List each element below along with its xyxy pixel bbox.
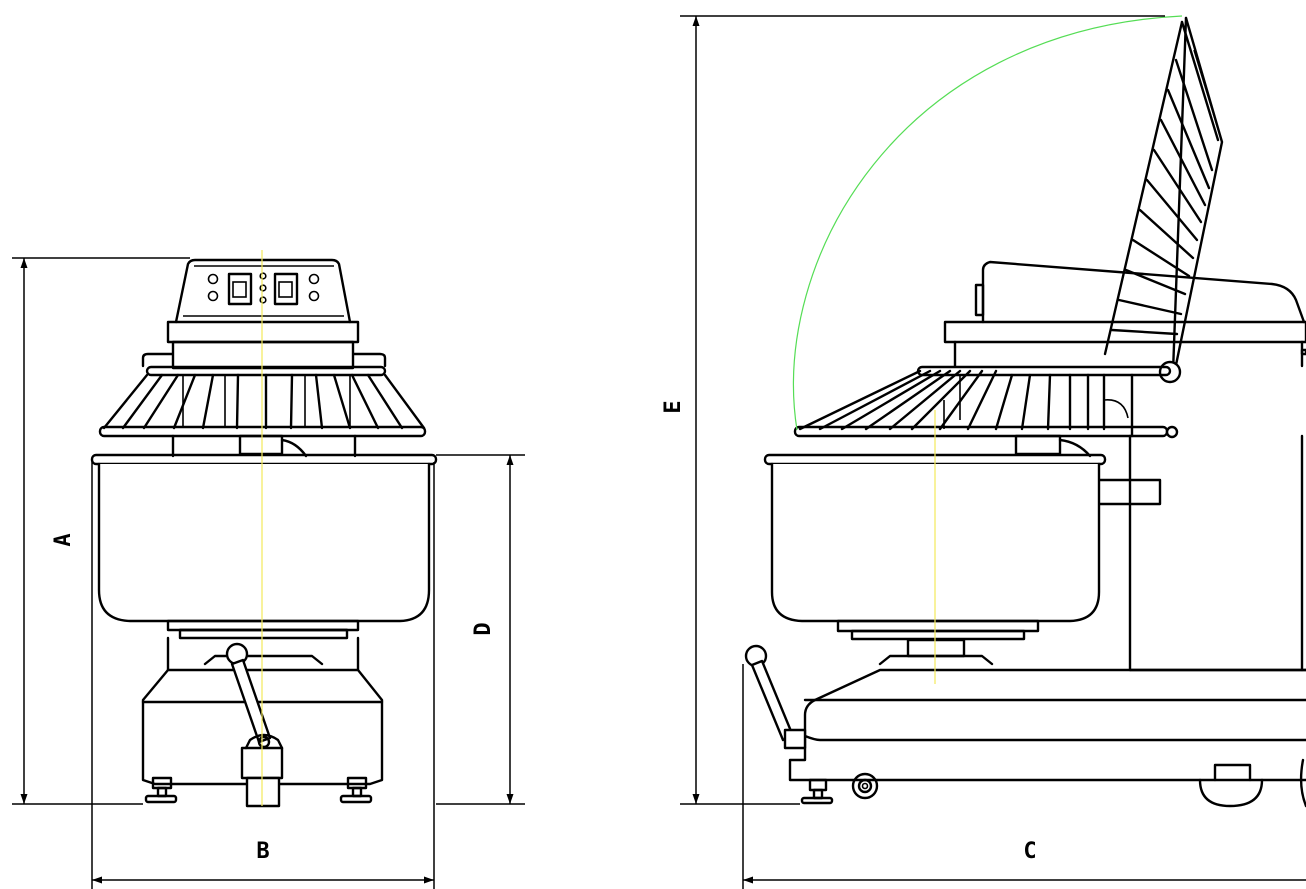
side-view: [744, 15, 1306, 808]
front-head: [141, 320, 387, 370]
dimension-c-label: C: [1023, 839, 1036, 864]
front-tilt-lever: [225, 642, 284, 808]
dimension-a-label: A: [51, 533, 76, 546]
side-tilt-lever: [744, 348, 1306, 750]
dimension-lines: [12, 15, 1306, 889]
front-bowl: [90, 453, 438, 640]
front-view: [90, 250, 438, 808]
front-bowl-guard: [98, 365, 427, 438]
dimension-e-label: E: [661, 400, 686, 413]
dimension-labels: A B C D E: [51, 400, 1037, 864]
front-column: [171, 434, 357, 458]
front-base: [141, 636, 384, 804]
dimension-b-label: B: [256, 839, 269, 864]
dimension-d-label: D: [471, 622, 496, 635]
side-guard-closed: [793, 365, 1179, 458]
side-guard-open: [1103, 16, 1224, 384]
side-base: [788, 668, 1306, 808]
front-control-panel: [174, 258, 352, 324]
side-head-housing: [943, 260, 1306, 368]
guard-swing-arc: [792, 15, 1183, 431]
